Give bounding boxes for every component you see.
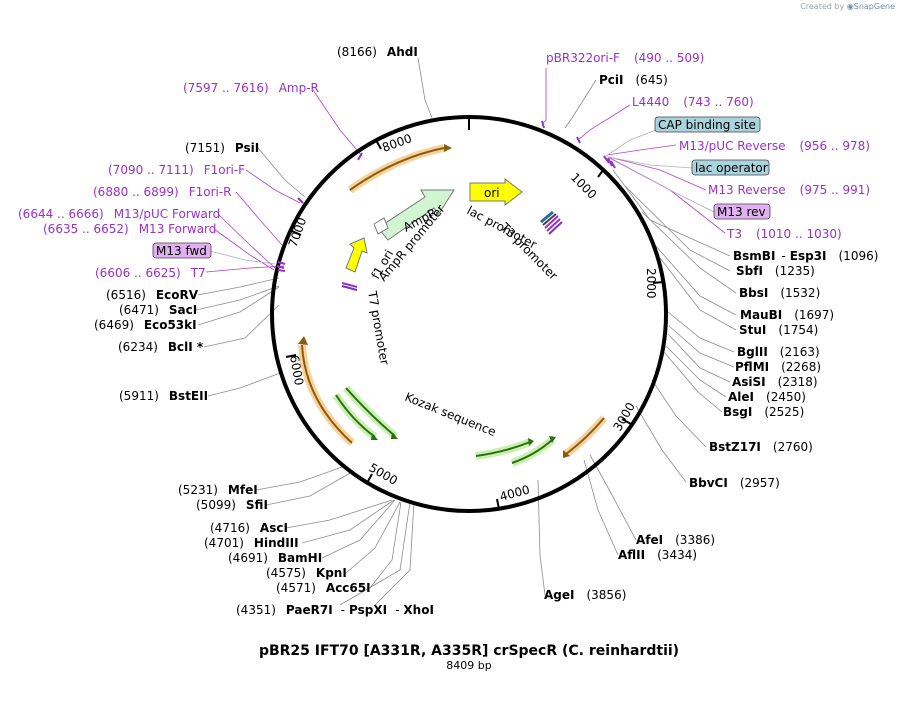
small-feature-arrow: [373, 217, 389, 235]
enzyme-agei: AgeI(3856): [544, 588, 626, 602]
primer-labels: pBR322ori-F(490 .. 509) L4440(743 .. 760…: [18, 51, 870, 280]
primer-site-marks: [276, 120, 616, 272]
enzyme-bglii: BglII(2163): [737, 345, 820, 359]
enzyme-labels: (8166)AhdI PciI(645) BsmBI-Esp3I(1096) S…: [94, 45, 878, 617]
ori-arrow: [469, 177, 523, 207]
arrow-head: [444, 144, 452, 152]
enzyme-psii: (7151)PsiI: [185, 141, 259, 155]
enzyme-sbfi: SbfI(1235): [736, 264, 815, 278]
inner-features: ori AmpR AmpR promoter f1 ori lac promot…: [341, 177, 563, 439]
primer-m13-puc-reverse: M13/pUC Reverse(956 .. 978): [679, 139, 870, 153]
enzyme-asisi: AsiSI(2318): [732, 375, 818, 389]
primer-t3: T3(1010 .. 1030): [726, 227, 842, 241]
primer-f1ori-f: (7090 .. 7111)F1ori-F: [108, 163, 245, 177]
enzyme-asci: (4716)AscI: [210, 521, 288, 535]
enzyme-stui: StuI(1754): [739, 323, 818, 337]
enzyme-mfei: (5231)MfeI: [178, 483, 258, 497]
tick-marks: [285, 139, 664, 510]
enzyme-paer7i-pspxi-xhoi: (4351)PaeR7I-PspXI-XhoI: [236, 603, 434, 617]
cap-binding-site-label: CAP binding site: [658, 118, 756, 132]
lac-operator-box: [691, 159, 770, 176]
enzyme-aflii: AflII(3434): [618, 548, 697, 562]
snapgene-credit: Created by ◉SnapGene: [800, 2, 895, 11]
enzyme-ecorv: (6516)EcoRV: [106, 288, 199, 302]
ampr-arrow: [377, 189, 455, 241]
arrow-head: [528, 438, 534, 446]
lac-feature-cluster: [540, 210, 563, 235]
tick-label-7000: 7000: [286, 216, 310, 249]
map-length: 8409 bp: [446, 659, 491, 672]
enzyme-ahdi: (8166)AhdI: [337, 45, 418, 59]
ori-label: ori: [484, 186, 500, 200]
enzyme-bsteii: (5911)BstEII: [119, 389, 208, 403]
m13-rev-label: M13 rev: [717, 205, 766, 219]
snapgene-logo: ◉: [846, 2, 854, 11]
primer-t7: (6606 .. 6625)T7: [95, 266, 206, 280]
primer-pbr322ori-f: pBR322ori-F(490 .. 509): [546, 51, 704, 65]
enzyme-bsgi: BsgI(2525): [723, 405, 804, 419]
enzyme-eco53ki: (6469)Eco53kI: [94, 318, 197, 332]
m13-fwd-box: [152, 242, 212, 259]
cap-binding-site-box: [654, 116, 761, 133]
arrow-head: [371, 433, 378, 440]
enzyme-bstz17i: BstZ17I(2760): [709, 440, 813, 454]
arrow-head: [298, 336, 308, 345]
credit-prefix: Created by: [800, 2, 845, 11]
enzyme-pflmi: PflMI(2268): [735, 360, 821, 374]
t7-feature-cluster: [341, 282, 358, 291]
enzyme-saci: (6471)SacI: [119, 303, 197, 317]
t3-promoter-label: T3 promoter: [497, 220, 560, 283]
enzyme-pcii: PciI(645): [599, 73, 668, 87]
feature-leader-lines: [209, 129, 715, 265]
enzyme-maubi: MauBI(1697): [740, 308, 834, 322]
enzyme-bsmbi-esp3i: BsmBI-Esp3I(1096): [733, 249, 878, 263]
enzyme-acc65i: (4571)Acc65I: [276, 581, 371, 595]
outer-feature-arcs: [298, 144, 608, 467]
enzyme-sfii: (5099)SfiI: [196, 498, 268, 512]
tick-label-3000: 3000: [610, 400, 637, 433]
enzyme-bamhi: (4691)BamHI: [228, 551, 322, 565]
primer-m13-reverse: M13 Reverse(975 .. 991): [708, 183, 870, 197]
tick-label-2000: 2000: [644, 268, 658, 299]
primer-m13-forward: (6635 .. 6652)M13 Forward: [43, 222, 216, 236]
enzyme-bbvci: BbvCI(2957): [689, 476, 780, 490]
primer-amp-r: (7597 .. 7616)Amp-R: [183, 81, 319, 95]
enzyme-kpni: (4575)KpnI: [266, 566, 347, 580]
lac-operator-label: lac operator: [695, 161, 768, 175]
boxed-feature-labels: CAP binding site lac operator M13 rev M1…: [152, 116, 771, 259]
credit-brand: SnapGene: [853, 2, 895, 11]
m13-rev-box: [713, 203, 771, 220]
enzyme-hindiii: (4701)HindIII: [204, 536, 299, 550]
primer-l4440: L4440(743 .. 760): [632, 95, 754, 109]
arrow-head: [549, 436, 556, 443]
t7-promoter-label: T7 promoter: [365, 289, 392, 366]
enzyme-alei: AleI(2450): [728, 390, 806, 404]
f1-ori-arrow: [345, 237, 368, 273]
arrow-head: [391, 432, 398, 439]
enzyme-bbsi: BbsI(1532): [739, 286, 820, 300]
kozak-sequence-label: Kozak sequence: [403, 390, 498, 439]
feature-arc-8000: [347, 144, 445, 194]
enzyme-bcli: (6234)BclI *: [118, 340, 204, 354]
tick-label-1000: 1000: [568, 170, 599, 201]
primer-m13-puc-forward: (6644 .. 6666)M13/pUC Forward: [18, 207, 220, 221]
map-title: pBR25 IFT70 [A331R, A335R] crSpecR (C. r…: [259, 643, 679, 659]
m13-fwd-label: M13 fwd: [156, 244, 207, 258]
primer-f1ori-r: (6880 .. 6899)F1ori-R: [93, 185, 232, 199]
arrow-head: [563, 450, 570, 458]
plasmid-backbone: [270, 115, 668, 513]
enzyme-leader-lines: [195, 57, 737, 606]
enzyme-afei: AfeI(3386): [636, 533, 715, 547]
